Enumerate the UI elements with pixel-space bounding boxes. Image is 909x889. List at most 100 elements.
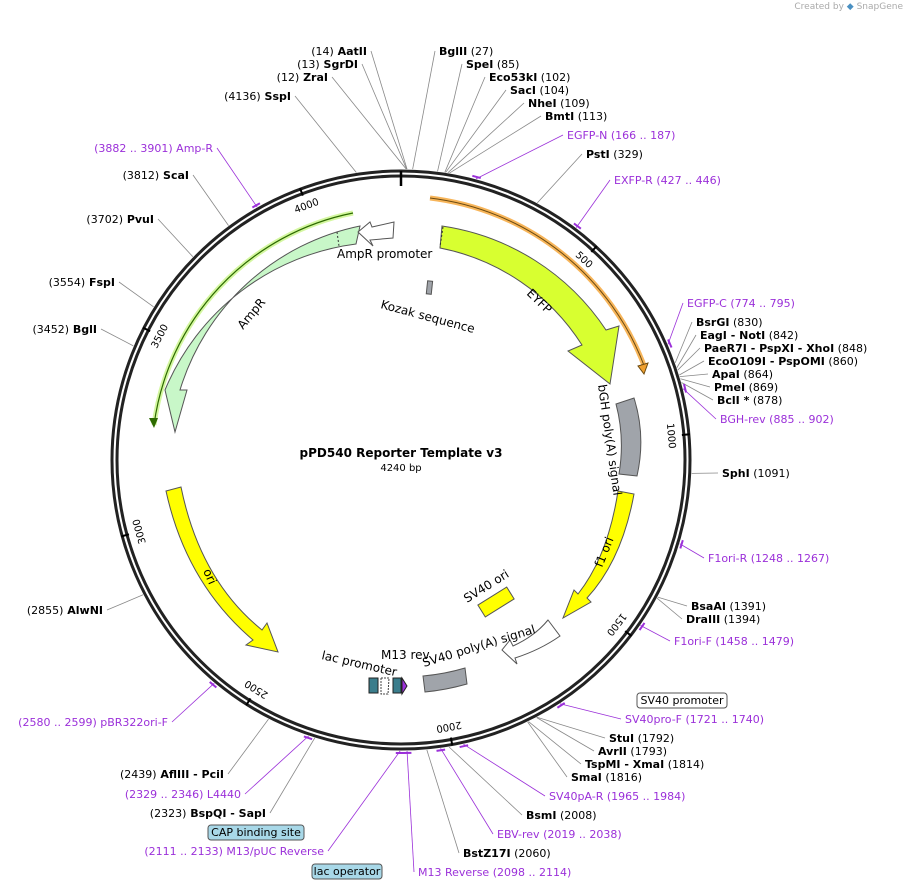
boxed-label-lacop[interactable]: lac operator — [311, 863, 383, 880]
site-label-part: EXFP-R (427 .. 446) — [614, 174, 721, 187]
site-label-scai[interactable]: (3812) ScaI — [123, 169, 189, 182]
site-label-spei[interactable]: SpeI (85) — [466, 58, 519, 71]
feature-cap-site[interactable] — [368, 677, 379, 694]
site-label-bmti[interactable]: BmtI (113) — [545, 110, 607, 123]
site-label-m13puc[interactable]: (2111 .. 2133) M13/pUC Reverse — [144, 845, 324, 858]
site-label-nhei[interactable]: NheI (109) — [528, 97, 590, 110]
site-label-bsaai[interactable]: BsaAI (1391) — [691, 600, 766, 613]
site-label-zrai[interactable]: (12) ZraI — [277, 71, 328, 84]
site-label-avrii[interactable]: AvrII (1793) — [598, 745, 667, 758]
site-label-part: PstI — [586, 148, 610, 161]
site-label-bsrgi[interactable]: BsrGI (830) — [696, 316, 763, 329]
site-label-sphi[interactable]: SphI (1091) — [722, 467, 790, 480]
site-label-sv40par[interactable]: SV40pA-R (1965 .. 1984) — [549, 790, 685, 803]
tick-label: 2500 — [243, 677, 270, 700]
site-label-f1orif[interactable]: F1ori-F (1458 .. 1479) — [674, 635, 794, 648]
feature-ampr[interactable] — [164, 225, 361, 434]
feature-sv40-ori[interactable] — [477, 586, 515, 618]
site-label-part: ZraI — [299, 71, 328, 84]
feature-eyfp[interactable] — [439, 225, 620, 385]
primer-binding-mark — [638, 622, 646, 631]
site-label-apai[interactable]: ApaI (864) — [712, 368, 773, 381]
leader-line — [445, 89, 507, 173]
site-label-aatii[interactable]: (14) AatII — [311, 45, 367, 58]
site-label-egfpc[interactable]: EGFP-C (774 .. 795) — [687, 297, 795, 310]
site-label-stui[interactable]: StuI (1792) — [609, 732, 674, 745]
site-label-bghrev[interactable]: BGH-rev (885 .. 902) — [720, 413, 834, 426]
site-label-part: (4136) — [224, 90, 261, 103]
site-label-part: BglII — [439, 45, 467, 58]
leader-line — [269, 737, 316, 814]
tick-label: 3000 — [131, 518, 148, 545]
feature-m13-rev[interactable] — [401, 676, 408, 696]
site-label-f1orir[interactable]: F1ori-R (1248 .. 1267) — [708, 552, 829, 565]
boxed-label-text: lac operator — [314, 865, 381, 878]
site-label-fspi[interactable]: (3554) FspI — [49, 276, 115, 289]
leader-line — [677, 347, 701, 371]
tick-mark — [590, 245, 598, 253]
site-label-tspmi[interactable]: TspMI - XmaI (1814) — [585, 758, 704, 771]
site-label-eco0109i[interactable]: EcoO109I - PspOMI (860) — [708, 355, 858, 368]
site-label-pvui[interactable]: (3702) PvuI — [86, 213, 154, 226]
site-label-draiii[interactable]: DraIII (1394) — [686, 613, 760, 626]
feature-sv40-polya[interactable] — [501, 619, 561, 665]
site-label-part: (2329 .. 2346) L4440 — [125, 788, 241, 801]
site-label-part: Eco53kI — [489, 71, 537, 84]
site-label-ebvrev[interactable]: EBV-rev (2019 .. 2038) — [497, 828, 622, 841]
site-label-part: (1394) — [720, 613, 760, 626]
site-label-part: (2855) — [27, 604, 64, 617]
site-label-part: NheI — [528, 97, 557, 110]
boxed-label-capsite[interactable]: CAP binding site — [207, 824, 305, 841]
leader-line — [680, 378, 711, 388]
site-label-paer7i[interactable]: PaeR7I - PspXI - XhoI (848) — [704, 342, 867, 355]
site-label-alwni[interactable]: (2855) AlwNI — [27, 604, 103, 617]
site-label-part: (860) — [825, 355, 858, 368]
leader-line — [527, 721, 568, 778]
snapgene-logo-icon: ◆ — [846, 2, 854, 12]
site-label-bspqi[interactable]: (2323) BspQI - SapI — [150, 807, 266, 820]
feature-lac-operator[interactable] — [392, 677, 402, 694]
site-label-smai[interactable]: SmaI (1816) — [571, 771, 642, 784]
site-label-part: PvuI — [123, 213, 154, 226]
site-label-bglii[interactable]: BglII (27) — [439, 45, 493, 58]
site-label-bcli[interactable]: BclI * (878) — [717, 394, 782, 407]
site-label-exfpr[interactable]: EXFP-R (427 .. 446) — [614, 174, 721, 187]
feature-f1-ori[interactable] — [562, 490, 635, 620]
site-label-m13reverse[interactable]: M13 Reverse (2098 .. 2114) — [418, 866, 571, 879]
site-label-eco53ki[interactable]: Eco53kI (102) — [489, 71, 570, 84]
site-label-bgli[interactable]: (3452) BglI — [32, 323, 97, 336]
site-label-pmei[interactable]: PmeI (869) — [714, 381, 778, 394]
site-label-aflii[interactable]: (2439) AflIII - PciI — [120, 768, 224, 781]
site-label-bstz17i[interactable]: BstZ17I (2060) — [463, 847, 551, 860]
site-label-saci[interactable]: SacI (104) — [510, 84, 569, 97]
site-label-psti[interactable]: PstI (329) — [586, 148, 643, 161]
site-label-part: (12) — [277, 71, 300, 84]
boxed-label-sv40promoter[interactable]: SV40 promoter — [636, 692, 728, 709]
feature-terminator[interactable] — [422, 667, 468, 693]
site-label-pbr322[interactable]: (2580 .. 2599) pBR322ori-F — [18, 716, 168, 729]
leader-line — [406, 750, 415, 873]
site-label-part: (3452) — [32, 323, 69, 336]
site-label-egfpn[interactable]: EGFP-N (166 .. 187) — [567, 129, 675, 142]
site-label-part: EBV-rev (2019 .. 2038) — [497, 828, 622, 841]
credit-text: Created by — [794, 2, 844, 12]
site-label-ampr-primer[interactable]: (3882 .. 3901) Amp-R — [94, 142, 213, 155]
feature-kozak[interactable] — [425, 280, 434, 295]
site-label-part: (1793) — [627, 745, 667, 758]
site-label-bsmi[interactable]: BsmI (2008) — [526, 809, 597, 822]
site-label-l4440[interactable]: (2329 .. 2346) L4440 — [125, 788, 241, 801]
leader-line — [475, 134, 564, 180]
feature-ampr-promoter[interactable] — [357, 221, 395, 247]
feature-ori[interactable] — [165, 486, 279, 653]
site-label-part: BsrGI — [696, 316, 729, 329]
boxed-label-text: CAP binding site — [211, 826, 301, 839]
site-label-sspi[interactable]: (4136) SspI — [224, 90, 291, 103]
feature-lac-promoter[interactable] — [380, 677, 390, 695]
label-ampr-promoter: AmpR promoter — [337, 247, 432, 261]
site-label-sv40pf[interactable]: SV40pro-F (1721 .. 1740) — [625, 713, 764, 726]
site-label-part: - PspXI — [747, 342, 794, 355]
site-label-sgrdi[interactable]: (13) SgrDI — [297, 58, 358, 71]
site-label-eagi[interactable]: EagI - NotI (842) — [700, 329, 798, 342]
site-label-part: (13) — [297, 58, 320, 71]
feature-bgh-polya[interactable] — [615, 397, 642, 477]
